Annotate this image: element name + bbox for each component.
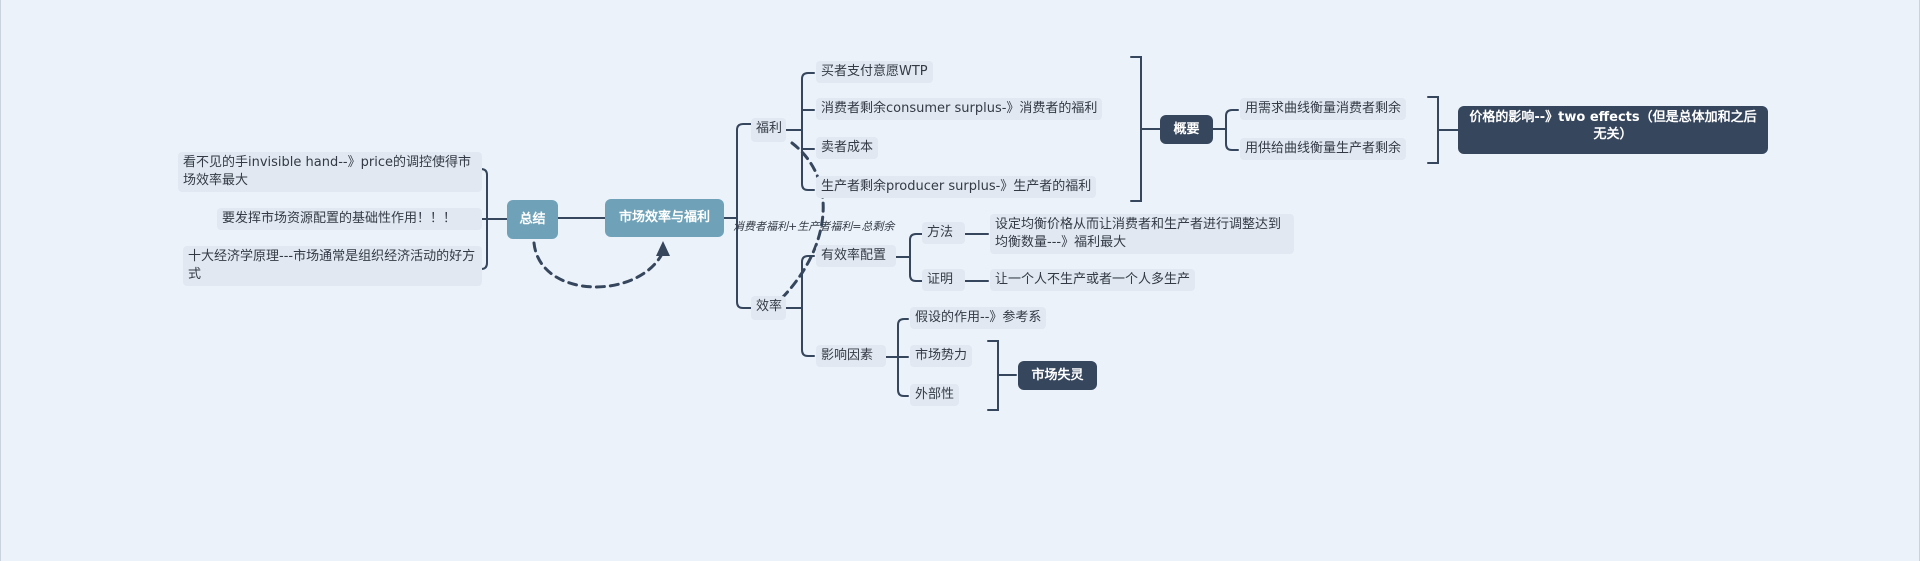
welfare-topic[interactable]: 福利 (751, 118, 786, 142)
relation-label-text: 消费者福利+生产者福利=总剩余 (733, 220, 895, 233)
price-effect-summary[interactable]: 价格的影响--》two effects（但是总体加和之后无关） (1458, 106, 1768, 154)
connector-welfare-items (785, 72, 815, 191)
factors-topic[interactable]: 影响因素 (816, 345, 886, 367)
connector-summary-items (477, 168, 508, 270)
summary-topic[interactable]: 总结 (507, 200, 558, 239)
central-topic-label: 市场效率与福利 (618, 210, 710, 225)
overview-item-demand[interactable]: 用需求曲线衡量消费者剩余 (1240, 98, 1407, 120)
welfare-item-label: 买者支付意愿WTP (821, 64, 928, 79)
overview-item-label: 用需求曲线衡量消费者剩余 (1245, 101, 1402, 116)
allocation-topic[interactable]: 有效率配置 (816, 245, 896, 267)
summary-item-label: 看不见的手invisible hand--》price的调控使得市场效率最大 (183, 155, 471, 188)
relation-arrow-welfare (778, 141, 825, 302)
efficiency-topic[interactable]: 效率 (751, 296, 786, 320)
allocation-topic-label: 有效率配置 (821, 248, 887, 263)
proof-description[interactable]: 让一个人不生产或者一个人多生产 (990, 269, 1196, 291)
connector-factors-items (885, 318, 909, 397)
welfare-item-label: 生产者剩余producer surplus-》生产者的福利 (821, 179, 1092, 194)
factor-item-assumption[interactable]: 假设的作用--》参考系 (910, 307, 1047, 329)
overview-item-label: 用供给曲线衡量生产者剩余 (1245, 141, 1402, 156)
overview-item-supply[interactable]: 用供给曲线衡量生产者剩余 (1240, 138, 1407, 160)
connector-overview-items (1212, 109, 1239, 151)
summary-item-label: 十大经济学原理---市场通常是组织经济活动的好方式 (188, 249, 476, 282)
relation-arrow-summary (532, 241, 665, 289)
welfare-item-label: 卖者成本 (821, 140, 874, 155)
overview-bracket (1427, 96, 1459, 164)
market-failure-label: 市场失灵 (1031, 367, 1084, 383)
connector-allocation-items (895, 233, 923, 282)
method-topic[interactable]: 方法 (922, 222, 965, 244)
factors-topic-label: 影响因素 (821, 348, 874, 363)
welfare-item-wtp[interactable]: 买者支付意愿WTP (816, 61, 933, 83)
welfare-item-producer-surplus[interactable]: 生产者剩余producer surplus-》生产者的福利 (816, 176, 1097, 198)
arrowhead-summary (656, 241, 670, 256)
factor-item-label: 外部性 (915, 387, 955, 402)
overview-summary[interactable]: 概要 (1160, 115, 1213, 144)
market-failure[interactable]: 市场失灵 (1018, 361, 1097, 390)
factor-item-label: 假设的作用--》参考系 (915, 310, 1042, 325)
summary-item-ten-principles[interactable]: 十大经济学原理---市场通常是组织经济活动的好方式 (183, 246, 482, 286)
summary-item-invisible-hand[interactable]: 看不见的手invisible hand--》price的调控使得市场效率最大 (178, 152, 482, 192)
overview-summary-label: 概要 (1173, 121, 1200, 137)
method-description-text: 设定均衡价格从而让消费者和生产者进行调整达到均衡数量---》福利最大 (995, 217, 1282, 250)
factors-bracket (987, 340, 1017, 411)
welfare-item-consumer-surplus[interactable]: 消费者剩余consumer surplus-》消费者的福利 (816, 98, 1103, 120)
factor-item-market-power[interactable]: 市场势力 (910, 345, 973, 367)
canvas-left-edge (0, 0, 1, 561)
price-effect-label: 价格的影响--》two effects（但是总体加和之后无关） (1469, 110, 1757, 142)
proof-topic-label: 证明 (927, 272, 954, 287)
central-topic[interactable]: 市场效率与福利 (605, 199, 724, 237)
method-topic-label: 方法 (927, 225, 954, 240)
proof-description-text: 让一个人不生产或者一个人多生产 (995, 272, 1191, 287)
factor-item-externality[interactable]: 外部性 (910, 384, 960, 406)
efficiency-topic-label: 效率 (756, 299, 783, 314)
proof-topic[interactable]: 证明 (922, 269, 965, 291)
connector-trunk (736, 123, 752, 309)
factor-item-label: 市场势力 (915, 348, 968, 363)
welfare-item-label: 消费者剩余consumer surplus-》消费者的福利 (821, 101, 1098, 116)
summary-topic-label: 总结 (519, 211, 546, 227)
welfare-item-seller-cost[interactable]: 卖者成本 (816, 137, 879, 159)
relation-label: 消费者福利+生产者福利=总剩余 (733, 218, 894, 234)
connector-efficiency-items (785, 255, 815, 357)
method-description[interactable]: 设定均衡价格从而让消费者和生产者进行调整达到均衡数量---》福利最大 (990, 214, 1294, 254)
welfare-topic-label: 福利 (756, 121, 783, 136)
summary-item-resource-allocation[interactable]: 要发挥市场资源配置的基础性作用！！！ (217, 208, 482, 230)
summary-item-label: 要发挥市场资源配置的基础性作用！！！ (222, 211, 457, 226)
welfare-bracket (1130, 56, 1161, 202)
